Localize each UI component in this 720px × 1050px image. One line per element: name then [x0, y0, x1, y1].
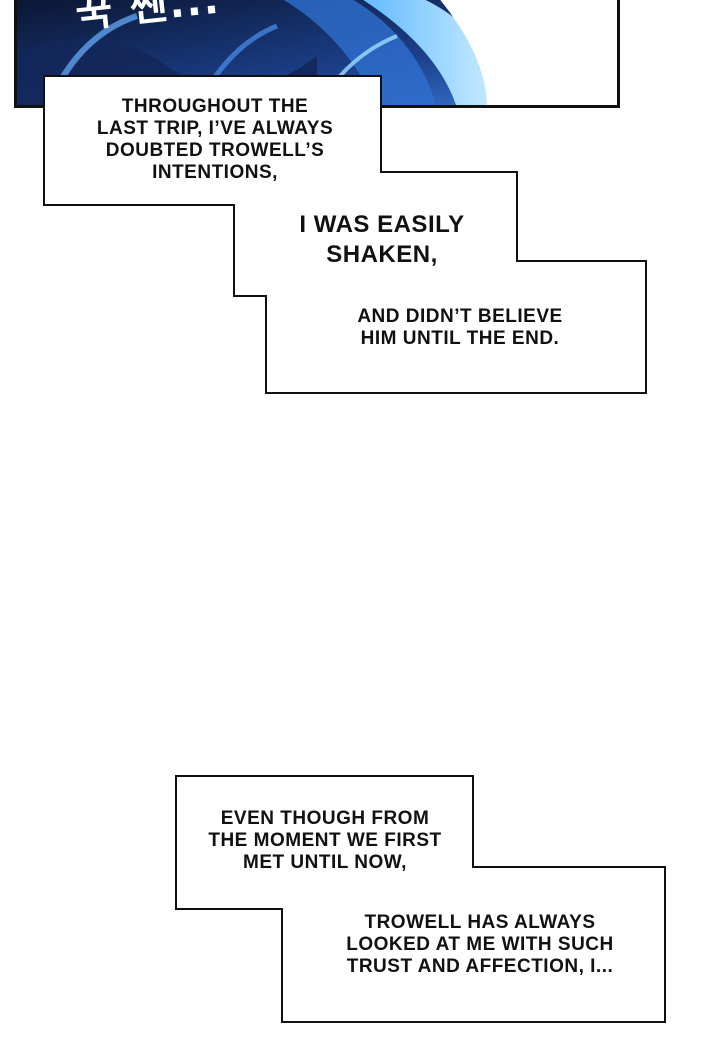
panel-illustration — [17, 0, 617, 105]
caption-even-though: EVEN THOUGH FROM THE MOMENT WE FIRST MET… — [208, 808, 442, 873]
caption-didnt-believe: AND DIDN’T BELIEVE HIM UNTIL THE END. — [357, 306, 563, 349]
caption-easily-shaken: I WAS EASILY SHAKEN, — [299, 211, 465, 268]
caption-box-group-1 — [43, 75, 647, 394]
caption-box-group-2 — [175, 775, 666, 1023]
comic-panel-art: 꾹 쎈... — [14, 0, 620, 108]
caption-trowell-trust: TROWELL HAS ALWAYS LOOKED AT ME WITH SUC… — [346, 912, 614, 977]
caption-throughout: THROUGHOUT THE LAST TRIP, I’VE ALWAYS DO… — [96, 96, 334, 183]
